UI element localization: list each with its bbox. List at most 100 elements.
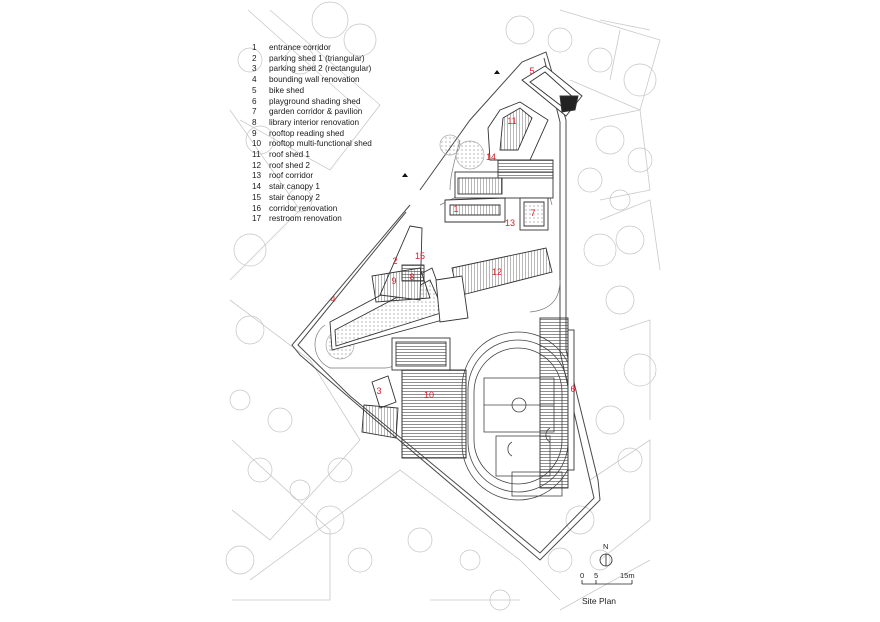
tag-13: 13 [505,218,515,228]
legend-label: rooftop reading shed [269,128,345,138]
tree-canopy [623,63,657,97]
tree-canopy [565,505,595,535]
tree-canopy [627,147,653,173]
tree-canopy [237,47,263,73]
legend-number: 1 [252,43,257,52]
site-paths [314,134,561,369]
legend-label: parking shed 1 (triangular) [269,53,365,63]
legend-item: 2 parking shed 1 (triangular) [252,54,372,65]
tree-canopy [233,233,267,267]
tree-canopy [407,527,433,553]
tag-10: 10 [424,390,434,400]
legend-item: 4 bounding wall renovation [252,75,372,86]
tree-canopy [311,1,349,39]
legend-label: playground shading shed [269,96,361,106]
tree-canopy [587,47,613,73]
legend-label: restroom renovation [269,214,342,224]
tree-canopy [225,545,255,575]
tree-canopy [343,23,377,57]
legend: 1 entrance corridor 2 parking shed 1 (trian… [252,43,372,225]
tag-12: 12 [492,267,502,277]
tag-15: 15 [415,251,425,261]
context-streets [229,9,661,611]
tag-2: 2 [392,256,397,266]
legend-number: 9 [252,128,257,138]
legend-label: rooftop multi-functional shed [269,139,372,149]
playground-shading-shed [539,317,575,489]
legend-label: stair canopy 2 [269,192,320,202]
scale-fifteen: 15m [620,571,635,580]
legend-number: 4 [252,75,257,85]
legend-label: roof corridor [269,171,314,181]
tree-canopy [615,225,645,255]
tree-canopy [547,547,573,573]
roof-shed-12 [435,247,553,323]
legend-label: parking shed 2 (rectangular) [269,64,372,74]
legend-number: 10 [252,139,262,149]
tag-3: 3 [376,386,381,396]
legend-number: 17 [252,214,262,224]
legend-item: 11 roof shed 1 [252,150,372,161]
tag-7: 7 [530,208,535,218]
legend-item: 1 entrance corridor [252,43,372,54]
tree-canopy [267,407,293,433]
tree-canopy [617,447,643,473]
legend-number: 2 [252,53,257,63]
marker-triangle [494,70,500,74]
legend-item: 17 restroom renovation [252,214,372,225]
tree-canopy [609,189,631,211]
plan-title: Site Plan [582,596,616,606]
bike-shed [521,65,583,117]
legend-number: 12 [252,160,262,170]
north-building [487,101,549,161]
legend-number: 14 [252,182,262,192]
legend-label: garden corridor & pavilion [269,107,363,117]
parking-shed-3 [361,375,399,439]
tree-canopy [285,45,315,75]
legend-item: 3 parking shed 2 (rectangular) [252,64,372,75]
tag-11: 11 [507,116,516,126]
multi-functional-shed [391,337,467,459]
legend-number: 11 [252,150,261,160]
tree-canopy [289,479,311,501]
tree-canopy [505,15,535,45]
legend-label: entrance corridor [269,43,331,52]
tag-1: 1 [453,204,458,214]
tree-canopy [247,457,273,483]
tree-canopy [315,505,345,535]
legend-item: 10 rooftop multi-functional shed [252,139,372,150]
north-arrow [599,553,613,567]
scale-bar [581,580,633,585]
garden-corridor [444,159,554,231]
legend-label: roof shed 2 [269,160,310,170]
tag-6: 6 [570,384,575,394]
legend-label: roof shed 1 [269,150,310,160]
tree-canopy [623,353,657,387]
tag-5: 5 [529,66,534,76]
tree-canopy [489,589,511,611]
legend-item: 9 rooftop reading shed [252,129,372,140]
tree-canopy [589,549,611,571]
legend-item: 14 stair canopy 1 [252,182,372,193]
marker-triangle [402,173,408,177]
legend-label: bounding wall renovation [269,75,360,85]
tree-canopy [229,389,251,411]
tag-8: 8 [409,272,414,282]
legend-number: 3 [252,64,257,74]
legend-label: corridor renovation [269,203,338,213]
legend-number: 5 [252,85,257,95]
legend-label: library interior renovation [269,117,360,127]
tree-canopy [327,457,353,483]
legend-label: stair canopy 1 [269,182,320,192]
tag-4: 4 [330,294,335,304]
central-building [329,225,451,351]
tree-canopy [583,233,617,267]
tree-canopy [235,315,265,345]
legend-number: 13 [252,171,262,181]
legend-item: 13 roof corridor [252,171,372,182]
